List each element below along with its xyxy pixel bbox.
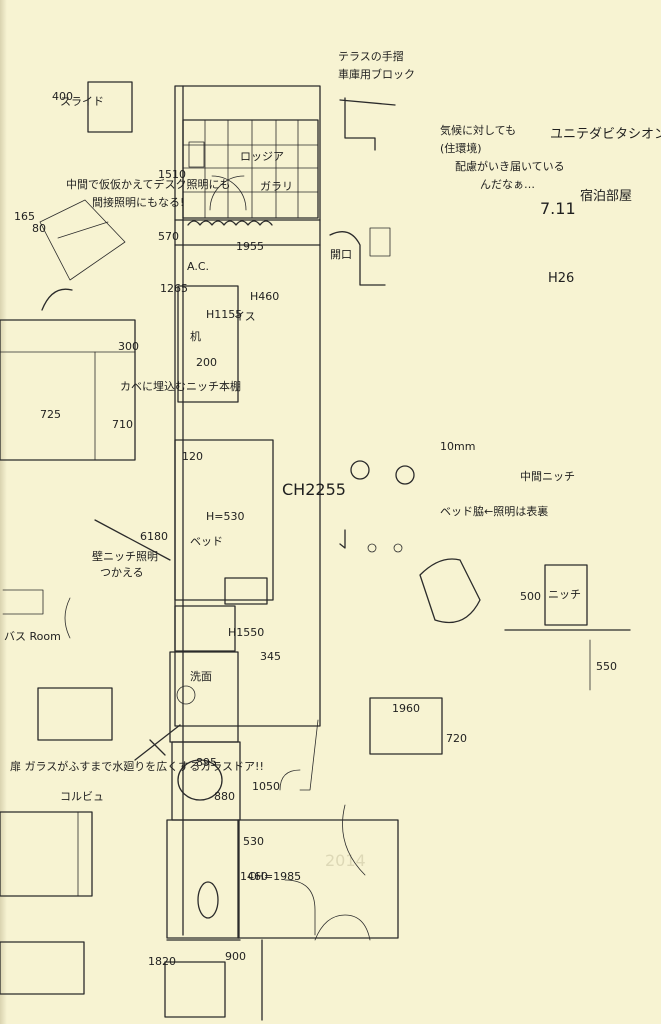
sheet-header: 7.11 H26 ユニテダビタシオン 宿泊部屋 CH2255 CH=1985 <box>248 127 661 883</box>
dim-120: 120 <box>182 450 203 463</box>
left-bed-sketch <box>0 811 93 897</box>
dim-550: 550 <box>596 660 617 673</box>
dim-570: 570 <box>158 230 179 243</box>
bath-room <box>171 741 241 821</box>
niche-sketch <box>544 564 588 626</box>
dim-895: 895 <box>196 756 217 769</box>
toilet-bowl <box>197 881 219 919</box>
label-terrace: テラスの手摺 <box>338 49 404 63</box>
label-aircon: A.C. <box>187 260 209 273</box>
bath-basin <box>177 759 223 801</box>
dim-530: 530 <box>243 835 264 848</box>
label-loggia: ロッジア <box>240 150 284 163</box>
note-bed-light: ベッド脇←照明は表裏 <box>440 504 548 518</box>
dim-h1155: H1155 <box>206 308 242 321</box>
bed-area <box>174 439 274 601</box>
note-lamp-2: つかえる <box>100 566 144 579</box>
note-admire: んだなぁ… <box>480 178 535 191</box>
main-room-wall <box>174 85 321 727</box>
dim-500: 500 <box>520 590 541 603</box>
dim-1050: 1050 <box>252 780 280 793</box>
toilet-room <box>166 819 240 939</box>
label-sink: 洗面 <box>190 670 212 683</box>
desk-area <box>177 285 239 403</box>
label-desk: 机 <box>190 329 201 343</box>
dim-1510: 1510 <box>158 168 186 181</box>
room-outline <box>164 85 399 1021</box>
place-name: ユニテダビタシオン <box>550 127 661 142</box>
closet <box>174 605 236 652</box>
light-fixture-b <box>395 465 415 485</box>
right-side-sketches <box>314 97 631 941</box>
dimensions: 1510 1955 570 1265 6180 200 1050 880 146… <box>14 90 617 968</box>
note-desk-light: 中間で仮仮かえてデスク照明にも <box>66 177 230 191</box>
left-side-sketches <box>0 81 181 995</box>
label-vent: ガラリ <box>260 180 293 193</box>
dim-400: 400 <box>52 90 73 103</box>
note-climate: 気候に対しても <box>440 123 516 137</box>
ceiling-height-wc: CH=1985 <box>248 870 301 883</box>
dim-725: 725 <box>40 408 61 421</box>
dim-200: 200 <box>196 356 217 369</box>
sheet-date: 7.11 <box>540 199 576 218</box>
note-wall-niche: カベに埋込むニッチ本棚 <box>120 379 241 393</box>
dim-h1550: H1550 <box>228 626 264 639</box>
dim-1820: 1820 <box>148 955 176 968</box>
note-climate-2: (住環境) <box>440 141 482 155</box>
note-glass: 扉 ガラスがふすまで水廻りを広くするガラスドア!! <box>10 759 264 773</box>
dim-720: 720 <box>446 732 467 745</box>
sheet-year: H26 <box>548 271 574 286</box>
label-block: 車庫用ブロック <box>338 67 415 81</box>
label-wc: コルビュ <box>60 790 104 803</box>
note-lamp: 壁ニッチ照明 <box>92 549 158 563</box>
bleed-through-year: 2014 <box>325 851 366 870</box>
room-name: 宿泊部屋 <box>580 188 632 204</box>
label-sliding: スライド <box>60 95 104 108</box>
note-niche-mid: 中間ニッチ <box>520 470 575 483</box>
light-fixture-a <box>350 460 370 480</box>
dim-1955: 1955 <box>236 240 264 253</box>
label-opening: 開口 <box>330 248 352 261</box>
dim-h460: H460 <box>250 290 279 303</box>
bed-plan-sketch <box>369 697 443 755</box>
loggia-tiles <box>182 119 319 219</box>
annotations: 気候に対しても (住環境) 配慮がいき届いている んだなぁ… 中間で仮仮かえてデ… <box>4 49 581 803</box>
left-furniture-box <box>0 319 136 461</box>
note-care: 配慮がいき届いている <box>455 159 565 173</box>
label-bed: ベッド <box>190 535 223 548</box>
page-binding-shadow <box>0 0 7 1024</box>
dim-900: 900 <box>225 950 246 963</box>
note-desk-light-2: 間接照明にもなる! <box>92 196 184 209</box>
dim-165: 165 <box>14 210 35 223</box>
shower-room <box>169 651 239 743</box>
dim-6180: 6180 <box>140 530 168 543</box>
dim-h530: H=530 <box>206 510 244 523</box>
ceiling-height: CH2255 <box>282 480 346 499</box>
label-chair: イス <box>234 310 256 323</box>
dim-300: 300 <box>118 340 139 353</box>
label-bath: バス Room <box>4 630 61 643</box>
dim-710: 710 <box>112 418 133 431</box>
dim-10mm: 10mm <box>440 440 475 453</box>
dim-80: 80 <box>32 222 46 235</box>
sink-bottom <box>164 961 226 1018</box>
dim-1460: 1460 <box>240 870 268 883</box>
dim-345: 345 <box>260 650 281 663</box>
dim-880: 880 <box>214 790 235 803</box>
dim-1960: 1960 <box>392 702 420 715</box>
label-niche: ニッチ <box>548 588 581 601</box>
dim-1265: 1265 <box>160 282 188 295</box>
